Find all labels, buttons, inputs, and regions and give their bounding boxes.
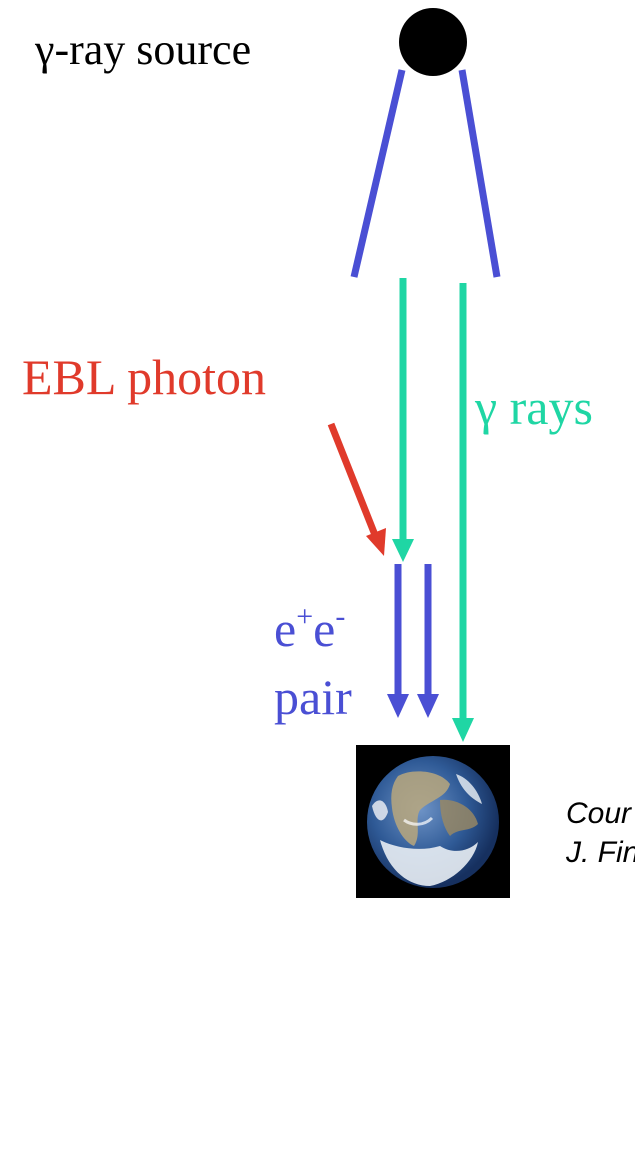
source-label: γ-ray source [34,25,251,74]
gamma-rays-label: γ rays [474,379,593,435]
pair-plus-superscript: + [296,600,313,633]
ebl-photon-arrowhead [366,528,386,556]
source-dot-icon [399,8,467,76]
pair-e-symbol: e [274,601,296,657]
pair-electron-arrowhead [387,694,409,718]
credit-line2: J. Fin [565,836,635,869]
ebl-photon-label: EBL photon [22,349,266,405]
ebl-photon-arrow [327,422,379,537]
pair-e2-symbol: e [313,601,335,657]
gamma-ray-short-arrowhead [392,539,414,562]
pair-minus-superscript: - [335,600,345,633]
earth-icon [356,745,510,898]
pair-label-line1: e+e- [274,600,345,657]
pair-label-line2: pair [274,669,352,725]
credit-line1: Cour [566,797,632,830]
gamma-ray-long-arrowhead [452,718,474,742]
beam-cone-right-line [458,69,501,278]
beam-cone-left-line [350,69,406,278]
pair-positron-arrowhead [417,694,439,718]
